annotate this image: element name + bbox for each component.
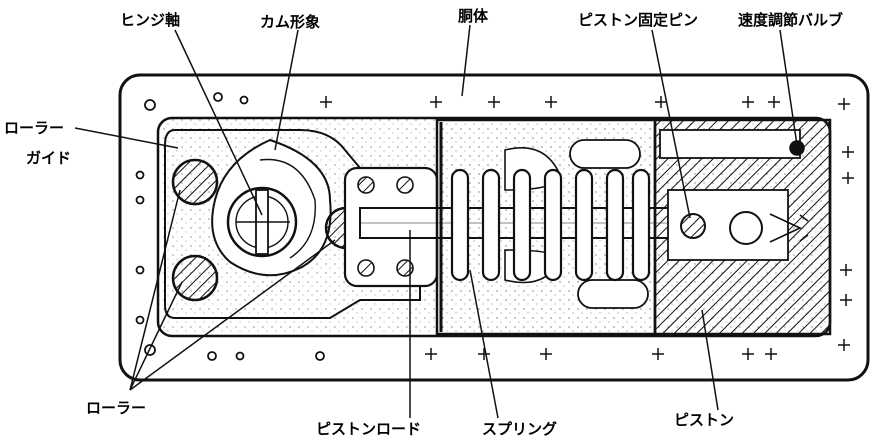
piston-fixing-pin [680, 213, 706, 239]
label-roller-guide-1: ローラー [4, 119, 65, 137]
roller-top [171, 158, 219, 206]
housing-holes [135, 92, 325, 361]
label-speed-valve: 速度調節バルブ [738, 11, 844, 29]
check-valve-ball [729, 211, 763, 245]
leader-lines [74, 24, 798, 419]
label-piston-rod: ピストンロード [316, 420, 422, 438]
label-hinge-shaft: ヒンジ軸 [120, 11, 181, 29]
cam-chamber [164, 129, 421, 319]
roller-bottom [171, 254, 219, 302]
label-roller-guide-2: ガイド [26, 149, 72, 167]
label-piston-fix-pin: ピストン固定ピン [578, 11, 699, 29]
spring-coils [450, 168, 651, 282]
label-piston: ピストン [674, 411, 735, 429]
housing-crosses [320, 96, 854, 360]
label-cam-shape: カム形象 [260, 13, 321, 31]
label-body: 胴体 [458, 7, 489, 25]
outer-housing [118, 73, 870, 382]
label-spring: スプリング [482, 420, 558, 438]
label-roller: ローラー [86, 399, 147, 417]
